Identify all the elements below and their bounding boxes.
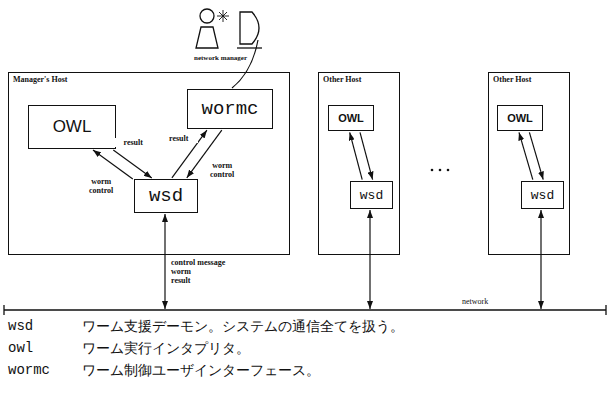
monitor-base	[237, 47, 262, 48]
dot	[447, 169, 450, 172]
host-title: Manager's Host	[13, 75, 67, 84]
box-label: wsd	[531, 188, 554, 203]
term-name: wormc	[8, 362, 50, 378]
host-box: Other HostOWL wsd	[488, 72, 570, 255]
process-box: wormc	[187, 89, 273, 129]
dot	[431, 169, 434, 172]
term-description: ワーム支援デーモン。システムの通信全てを扱う。	[82, 318, 404, 336]
term-name: owl	[8, 340, 33, 356]
process-box: OWL	[28, 105, 116, 149]
arrow-connector	[529, 132, 543, 179]
edge-label: worm control	[203, 161, 241, 179]
host-box: Other HostOWL wsd	[318, 72, 400, 255]
host-title: Other Host	[323, 75, 361, 84]
host-title: Other Host	[493, 75, 531, 84]
host-box: Manager's HostOWL wormc wsd	[8, 72, 290, 255]
message-label: result	[171, 276, 190, 285]
message-label: control message	[171, 258, 225, 267]
box-label: wsd	[360, 188, 383, 203]
arrow-connector	[360, 132, 373, 179]
network-label: network	[462, 297, 488, 306]
arrow-connector	[93, 150, 133, 179]
network-line	[4, 305, 606, 315]
process-box: wsd	[521, 181, 564, 209]
dot	[439, 169, 442, 172]
manager-icon	[196, 9, 262, 48]
arrow-connector	[113, 150, 152, 178]
person-body	[196, 27, 218, 48]
network-arrow	[540, 210, 541, 309]
box-label: OWL	[53, 117, 92, 137]
caption-label: network manager	[194, 54, 247, 62]
manager-link	[232, 40, 258, 88]
star-mark	[217, 10, 229, 22]
term-description: ワーム制御ユーザインターフェース。	[82, 362, 320, 380]
edge-label: result	[114, 138, 152, 147]
monitor-symbol	[240, 12, 259, 44]
arrow-connector	[519, 132, 533, 179]
box-label: OWL	[338, 112, 364, 124]
network-arrow	[369, 210, 370, 309]
process-box: wsd	[134, 179, 198, 213]
ellipsis-dots	[431, 169, 450, 172]
process-box: OWL	[497, 105, 543, 131]
process-box: OWL	[328, 105, 374, 131]
box-label: wsd	[149, 185, 183, 207]
message-label: worm	[171, 267, 191, 276]
network-arrow	[164, 214, 165, 309]
arrow-connector	[350, 132, 363, 179]
edge-label: worm control	[82, 177, 120, 195]
term-description: ワーム実行インタプリタ。	[82, 340, 250, 358]
process-box: wsd	[350, 181, 393, 209]
box-label: OWL	[507, 112, 533, 124]
person-head	[200, 9, 214, 23]
term-name: wsd	[8, 318, 33, 334]
box-label: wormc	[201, 98, 258, 120]
edge-label: result	[160, 134, 198, 143]
